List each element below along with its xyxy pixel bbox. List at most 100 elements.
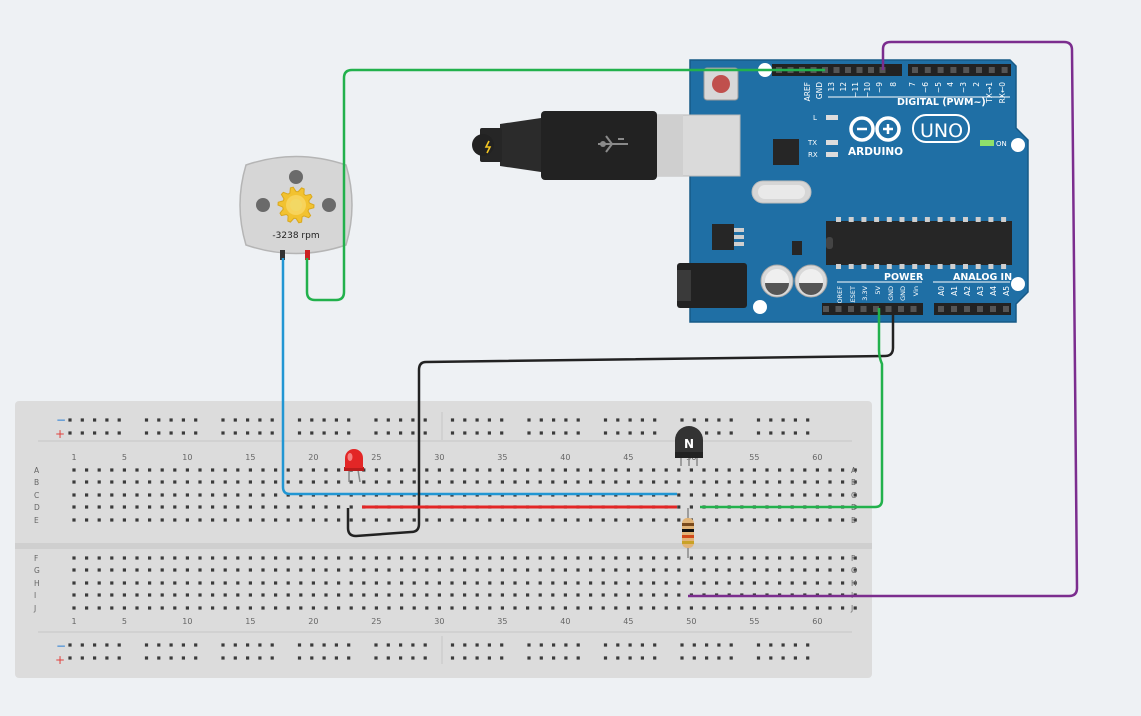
regulator-pin-3 bbox=[734, 242, 744, 246]
breadboard-hole bbox=[97, 505, 101, 509]
wire-blue-motor-to-transistor[interactable] bbox=[281, 258, 677, 496]
usb-cable[interactable] bbox=[472, 111, 741, 180]
dc-motor[interactable]: -3238 rpm bbox=[239, 155, 353, 261]
breadboard-hole bbox=[765, 581, 769, 585]
wire-black-gnd-to-led[interactable] bbox=[346, 308, 895, 538]
breadboard-hole bbox=[248, 493, 252, 497]
breadboard-hole bbox=[97, 556, 101, 560]
breadboard-hole bbox=[589, 468, 593, 472]
pin-label: 5V bbox=[874, 285, 882, 294]
rail-hole bbox=[564, 656, 568, 660]
breadboard-hole bbox=[248, 468, 252, 472]
breadboard-hole bbox=[425, 593, 429, 597]
breadboard-hole bbox=[337, 480, 341, 484]
breadboard-hole bbox=[248, 581, 252, 585]
motor-screw-left bbox=[256, 198, 270, 212]
rail-hole bbox=[386, 643, 390, 647]
breadboard-hole bbox=[526, 518, 530, 522]
breadboard-center-channel bbox=[15, 543, 872, 549]
wire-purple-pin9-to-resistor[interactable] bbox=[688, 40, 1079, 598]
breadboard-hole bbox=[601, 581, 605, 585]
rail-hole bbox=[194, 656, 198, 660]
breadboard-hole bbox=[236, 593, 240, 597]
rail-hole bbox=[310, 656, 314, 660]
rail-hole bbox=[423, 643, 427, 647]
breadboard-hole bbox=[463, 518, 467, 522]
rail-hole bbox=[564, 418, 568, 422]
breadboard-hole bbox=[702, 556, 706, 560]
breadboard-hole bbox=[551, 480, 555, 484]
breadboard-hole bbox=[185, 568, 189, 572]
breadboard-hole bbox=[526, 556, 530, 560]
header-socket bbox=[823, 306, 829, 312]
column-number: 60 bbox=[812, 453, 822, 462]
breadboard-hole bbox=[437, 480, 441, 484]
breadboard-hole bbox=[324, 568, 328, 572]
wire-green-motor-to-gnd[interactable] bbox=[305, 68, 825, 302]
mounting-hole-4 bbox=[753, 300, 767, 314]
rail-hole bbox=[463, 656, 467, 660]
rail-hole bbox=[194, 643, 198, 647]
rail-hole bbox=[423, 418, 427, 422]
breadboard-hole bbox=[223, 480, 227, 484]
breadboard-hole bbox=[551, 593, 555, 597]
chip-pin bbox=[988, 264, 994, 269]
breadboard-hole bbox=[148, 480, 152, 484]
rail-hole bbox=[411, 643, 415, 647]
header-socket bbox=[910, 306, 917, 312]
breadboard-hole bbox=[576, 568, 580, 572]
usb-cable-stub bbox=[472, 134, 494, 156]
rail-hole bbox=[527, 656, 531, 660]
rail-hole bbox=[680, 656, 684, 660]
breadboard-hole bbox=[122, 518, 126, 522]
rail-hole bbox=[157, 656, 161, 660]
rail-hole bbox=[181, 656, 185, 660]
breadboard-hole bbox=[689, 568, 693, 572]
breadboard-hole bbox=[324, 518, 328, 522]
rail-hole bbox=[564, 643, 568, 647]
breadboard-hole bbox=[488, 581, 492, 585]
npn-transistor[interactable]: N bbox=[675, 426, 703, 466]
breadboard-hole bbox=[664, 593, 668, 597]
breadboard-hole bbox=[765, 568, 769, 572]
breadboard-hole bbox=[475, 556, 479, 560]
breadboard-hole bbox=[185, 593, 189, 597]
row-letter: H bbox=[34, 579, 40, 588]
breadboard-hole bbox=[538, 606, 542, 610]
pin-label: RX←0 bbox=[998, 82, 1007, 104]
row-letter: E bbox=[34, 516, 39, 525]
rail-hole bbox=[246, 656, 250, 660]
breadboard-hole bbox=[160, 493, 164, 497]
rail-hole bbox=[157, 418, 161, 422]
breadboard-hole bbox=[198, 505, 202, 509]
breadboard-hole bbox=[110, 518, 114, 522]
wire-green-5v-to-transistor[interactable] bbox=[700, 308, 884, 509]
breadboard-hole bbox=[576, 606, 580, 610]
breadboard-hole bbox=[803, 493, 807, 497]
header-socket bbox=[856, 67, 863, 73]
rail-hole bbox=[487, 431, 491, 435]
breadboard-hole bbox=[727, 493, 731, 497]
red-led[interactable] bbox=[344, 449, 364, 483]
usb-plug-strain bbox=[500, 118, 541, 172]
breadboard-hole bbox=[425, 468, 429, 472]
breadboard-hole bbox=[702, 468, 706, 472]
led-rx-label: RX bbox=[808, 151, 818, 159]
breadboard-hole bbox=[274, 518, 278, 522]
motor-screw-right bbox=[322, 198, 336, 212]
breadboard-hole bbox=[853, 480, 857, 484]
header-socket bbox=[835, 306, 842, 312]
row-letter: C bbox=[851, 491, 856, 500]
breadboard-hole bbox=[677, 518, 681, 522]
row-letter: B bbox=[851, 478, 856, 487]
resistor[interactable] bbox=[682, 508, 694, 558]
breadboard-hole bbox=[526, 468, 530, 472]
breadboard-hole bbox=[72, 493, 76, 497]
wires[interactable] bbox=[281, 40, 1079, 598]
breadboard-hole bbox=[765, 493, 769, 497]
rail-hole bbox=[246, 643, 250, 647]
reset-button[interactable] bbox=[712, 75, 730, 93]
